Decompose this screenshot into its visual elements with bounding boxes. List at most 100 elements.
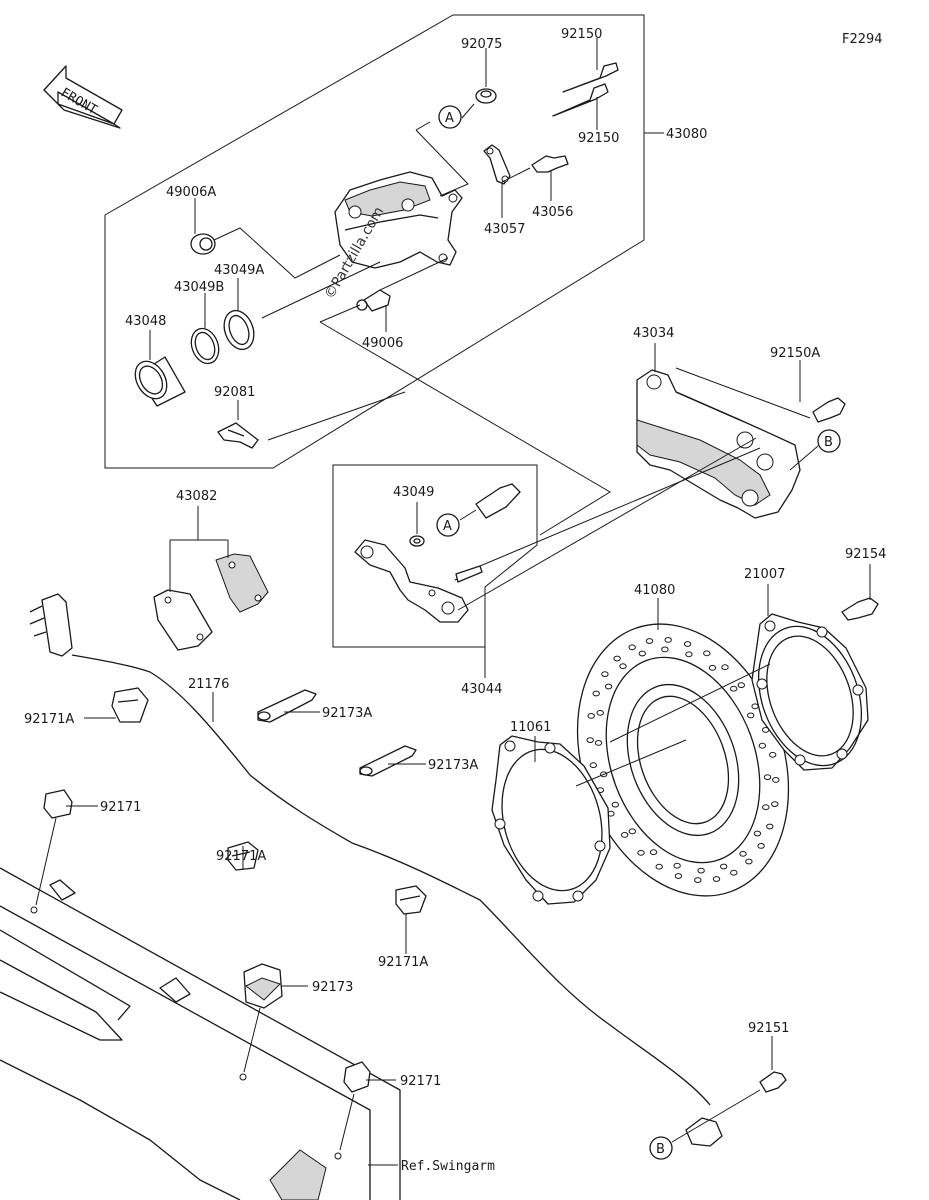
label-92173A-2: 92173A xyxy=(428,758,478,773)
label-92171A-3: 92171A xyxy=(378,955,428,970)
figure-code: F2294 xyxy=(842,32,883,47)
disc-hole xyxy=(683,641,692,647)
part-43044-bracket xyxy=(354,539,469,623)
part-92081-spring xyxy=(217,422,259,449)
disc-hole xyxy=(751,703,759,710)
label-11061: 11061 xyxy=(510,720,551,735)
part-92173A-plate-1 xyxy=(257,689,317,723)
label-49006: 49006 xyxy=(362,336,403,351)
part-43082-pads xyxy=(153,553,269,651)
part-43057-link xyxy=(483,144,511,185)
label-92150A: 92150A xyxy=(770,346,820,361)
disc-hole xyxy=(596,709,604,716)
disc-hole xyxy=(771,801,779,807)
slide-pin xyxy=(454,483,521,583)
part-43049B xyxy=(190,327,220,365)
disc-hole xyxy=(757,843,765,849)
part-92151-bolt xyxy=(759,1071,787,1093)
label-43049A: 43049A xyxy=(214,263,264,278)
disc-hole xyxy=(747,712,755,719)
disc-hole xyxy=(594,740,603,746)
disc-hole xyxy=(712,876,721,882)
svg-text:A: A xyxy=(443,519,452,534)
disc-hole xyxy=(604,683,613,690)
disc-hole xyxy=(762,804,770,811)
label-92154: 92154 xyxy=(845,547,886,562)
label-49006A: 49006A xyxy=(166,185,216,200)
svg-text:A: A xyxy=(445,111,454,126)
label-ref-swingarm: Ref.Swingarm xyxy=(401,1159,495,1174)
part-92171A-clamp-1 xyxy=(111,687,149,723)
disc-hole xyxy=(619,663,627,670)
part-43048-piston xyxy=(134,356,186,407)
label-21176: 21176 xyxy=(188,677,229,692)
disc-hole xyxy=(708,664,717,671)
part-41080-disc xyxy=(576,623,790,897)
disc-hole xyxy=(638,650,646,657)
disc-hole xyxy=(586,737,594,743)
bracket-assembly-frame xyxy=(332,464,538,648)
disc-hole xyxy=(664,637,672,643)
label-92171-2: 92171 xyxy=(400,1074,441,1089)
label-43080: 43080 xyxy=(666,127,707,142)
disc-hole xyxy=(685,651,693,658)
disc-hole xyxy=(753,830,762,837)
disc-hole xyxy=(772,777,780,783)
label-92081: 92081 xyxy=(214,385,255,400)
disc-hole xyxy=(697,867,705,874)
disc-hole xyxy=(649,849,658,856)
disc-hole xyxy=(758,742,766,749)
label-43049: 43049 xyxy=(393,485,434,500)
part-92154-bolt xyxy=(841,597,879,621)
label-43057: 43057 xyxy=(484,222,525,237)
disc-hole xyxy=(674,873,683,879)
disc-hole xyxy=(592,690,600,697)
part-92171-clip-2 xyxy=(343,1061,371,1093)
label-92150-top: 92150 xyxy=(561,27,602,42)
part-11061-gasket xyxy=(491,735,611,905)
disc-hole xyxy=(720,863,728,870)
label-92171-1: 92171 xyxy=(100,800,141,815)
disc-hole xyxy=(694,877,702,883)
leader-lines xyxy=(30,38,871,1166)
disc-hole xyxy=(589,762,597,769)
part-21176-sensor-cable xyxy=(29,593,723,1147)
svg-text:B: B xyxy=(824,435,833,450)
label-41080: 41080 xyxy=(634,583,675,598)
disc-hole xyxy=(645,638,654,644)
part-92173-clamp xyxy=(243,963,283,1009)
front-arrow-icon: FRONT xyxy=(43,65,123,129)
disc-hole xyxy=(739,850,747,857)
disc-hole xyxy=(637,849,645,856)
marker-a-bracket: A xyxy=(436,513,460,537)
part-43056-bleeder xyxy=(531,155,569,173)
part-92171A-clamp-3 xyxy=(395,885,427,915)
part-92150A-bolt xyxy=(812,397,846,423)
swingarm-reference xyxy=(0,867,401,1200)
part-43034-bracket xyxy=(636,369,801,519)
label-43056: 43056 xyxy=(532,205,573,220)
caliper-assembly-frame xyxy=(104,14,645,469)
disc-hole xyxy=(721,664,729,671)
label-43044: 43044 xyxy=(461,682,502,697)
part-92171-clip-1 xyxy=(43,789,73,819)
label-43049B: 43049B xyxy=(174,280,224,295)
disc-hole xyxy=(601,671,609,677)
marker-a-top: A xyxy=(438,105,462,129)
disc-hole xyxy=(730,869,738,876)
disc-hole xyxy=(673,862,681,869)
disc-hole xyxy=(628,644,636,651)
part-21007-sensor-ring xyxy=(751,613,869,771)
svg-text:B: B xyxy=(656,1142,665,1157)
part-92075 xyxy=(475,88,497,104)
label-21007: 21007 xyxy=(744,567,785,582)
label-92150-bot: 92150 xyxy=(578,131,619,146)
part-49006 xyxy=(356,289,391,312)
disc-hole xyxy=(628,828,636,835)
disc-hole xyxy=(763,774,772,780)
disc-hole xyxy=(769,751,777,758)
disc-hole xyxy=(745,858,753,865)
part-92173A-plate-2 xyxy=(359,745,417,777)
label-92173: 92173 xyxy=(312,980,353,995)
disc-hole xyxy=(766,823,774,830)
